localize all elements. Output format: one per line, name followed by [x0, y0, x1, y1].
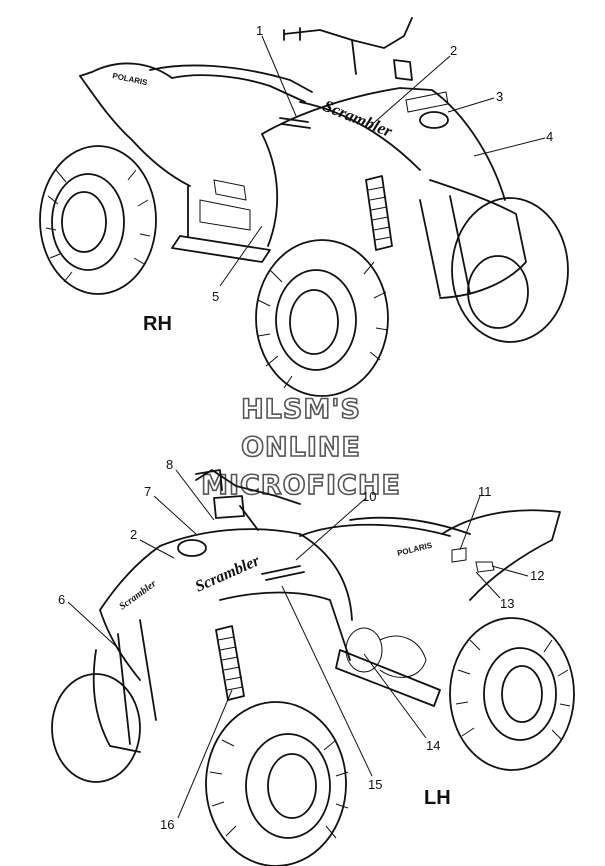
callout-3: 3	[496, 89, 503, 104]
rh-view-label: RH	[143, 313, 172, 335]
lh-model-decal: Scrambler	[193, 552, 263, 596]
lh-model-decal-small: Scrambler	[117, 578, 158, 612]
rh-callout-leaders	[219, 35, 546, 287]
watermark-line-2: ONLINE	[241, 432, 361, 463]
callout-2-rh: 2	[450, 43, 457, 58]
callout-12: 12	[530, 568, 544, 583]
watermark: HLSM'S ONLINE MICROFICHE	[200, 393, 400, 502]
callout-7: 7	[144, 484, 151, 499]
lh-callout-leaders	[67, 469, 529, 819]
callout-1: 1	[256, 23, 263, 38]
callout-5: 5	[212, 289, 219, 304]
callout-6: 6	[58, 592, 65, 607]
callout-14: 14	[426, 738, 440, 753]
lh-brand-decal: POLARIS	[396, 540, 433, 557]
rh-atv-illustration: Scrambler POLARIS	[39, 17, 569, 397]
callout-11: 11	[478, 484, 492, 499]
callout-2-lh: 2	[130, 527, 137, 542]
callout-15: 15	[368, 777, 382, 792]
lh-view-label: LH	[424, 787, 451, 809]
callout-4: 4	[546, 129, 553, 144]
rh-brand-decal: POLARIS	[112, 71, 149, 87]
callout-10: 10	[362, 489, 376, 504]
watermark-line-1: HLSM'S	[241, 394, 361, 425]
callout-13: 13	[500, 596, 514, 611]
callout-16: 16	[160, 817, 174, 832]
rh-model-decal: Scrambler	[321, 96, 396, 141]
callout-8: 8	[166, 457, 173, 472]
